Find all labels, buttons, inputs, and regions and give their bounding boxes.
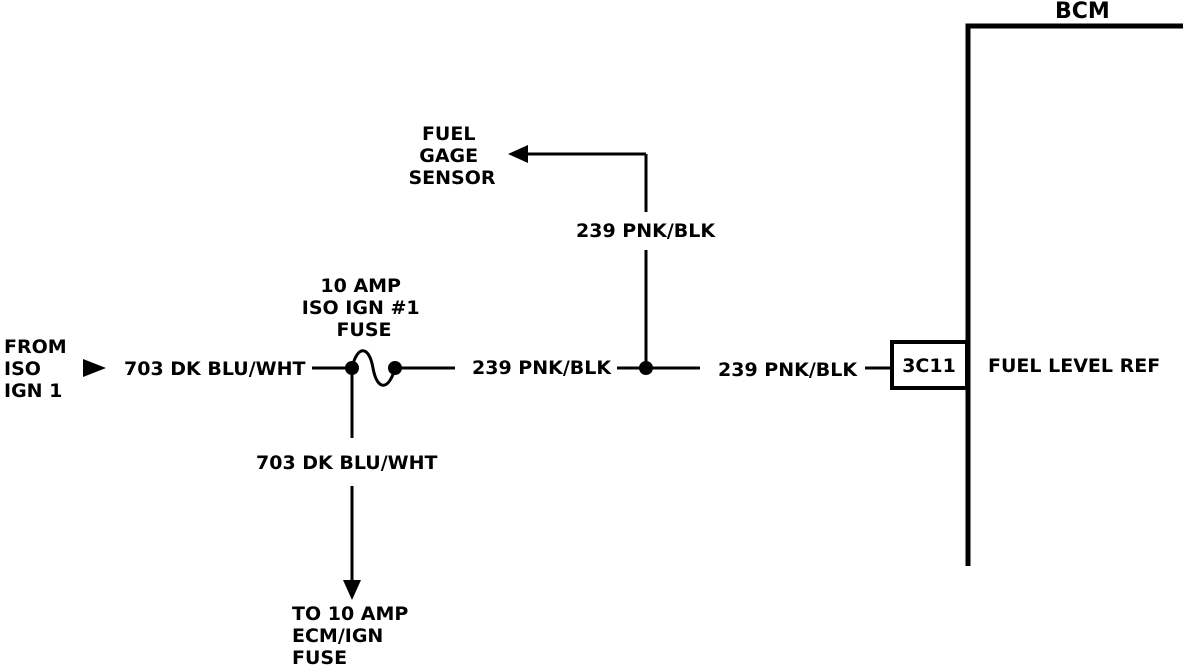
wire-label-up-branch: 239 PNK/BLK [576, 220, 716, 242]
ecm-fuse-arrow-icon [343, 580, 361, 600]
bcm-pin-box [890, 340, 969, 390]
ecm-fuse-label: TO 10 AMP ECM/IGN FUSE [292, 603, 415, 666]
source-arrow-icon [83, 359, 106, 377]
fuse-label: 10 AMP ISO IGN #1 FUSE [302, 275, 426, 341]
wire-label-fuse-out: 239 PNK/BLK [472, 357, 612, 379]
bcm-outline [965, 23, 1183, 566]
bcm-pin-name: FUEL LEVEL REF [988, 355, 1160, 377]
fuse-element-icon [350, 349, 397, 387]
fuel-gage-label: FUEL GAGE SENSOR [408, 123, 495, 189]
wire-label-down-branch: 703 DK BLU/WHT [256, 452, 438, 474]
wire-label-input: 703 DK BLU/WHT [124, 358, 306, 380]
wire-label-to-bcm: 239 PNK/BLK [718, 359, 858, 381]
source-label: FROM ISO IGN 1 [4, 336, 73, 402]
bcm-title: BCM [1055, 0, 1110, 24]
bcm-pin-label: 3C11 [902, 355, 956, 377]
gage-arrow-icon [508, 145, 528, 163]
